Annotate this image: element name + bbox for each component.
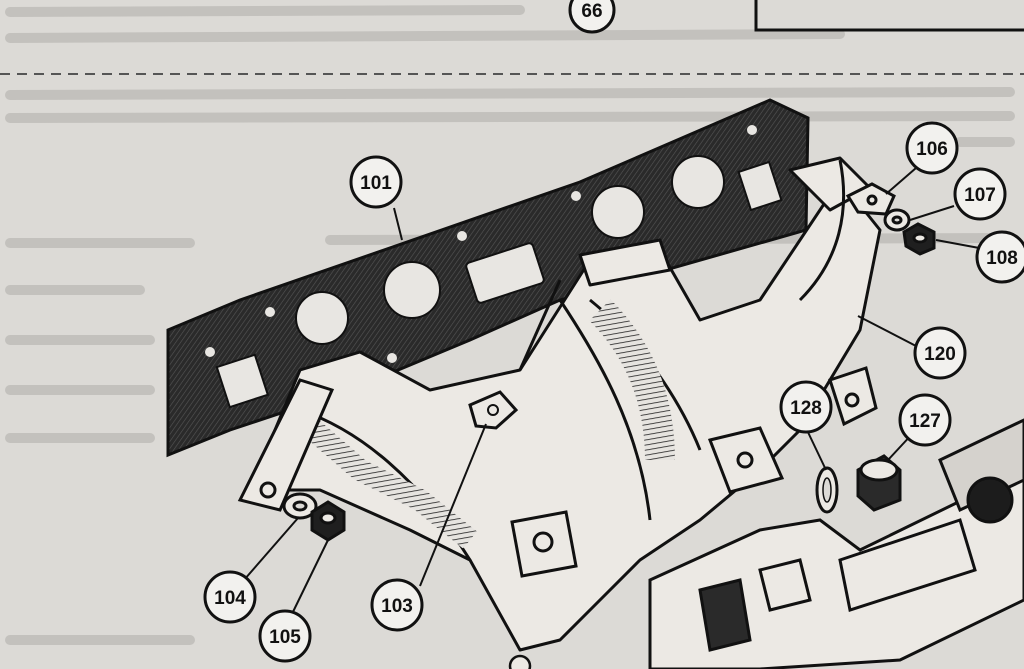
callout-120-label: 120 [924,344,956,365]
callout-128: 128 [779,380,833,434]
callout-105: 105 [258,609,312,663]
drain-plug [856,454,902,512]
callout-107: 107 [953,167,1007,221]
page-number-label: 66 [581,1,602,22]
mounting-lugs [237,366,878,578]
callout-127: 127 [898,393,952,447]
callout-127-label: 127 [909,411,941,432]
callout-103: 103 [370,578,424,632]
faded-background-lines [5,5,1015,645]
callout-104-label: 104 [214,588,246,609]
callout-101: 101 [349,155,403,209]
callout-107-label: 107 [964,185,996,206]
carburettor-flange [648,418,1024,669]
callout-104: 104 [203,570,257,624]
callout-128-label: 128 [790,398,822,419]
callout-120: 120 [913,326,967,380]
top-right-box [754,0,1024,32]
callout-108: 108 [975,230,1024,284]
callout-105-label: 105 [269,627,301,648]
callout-101-label: 101 [360,173,392,194]
clip-part [468,390,519,430]
left-washer-and-nut [282,492,346,542]
bottom-fastener [508,654,532,669]
page-number-callout: 66 [568,0,616,34]
inlet-manifold [248,156,882,652]
callout-106-label: 106 [916,139,948,160]
callout-108-label: 108 [986,248,1018,269]
callout-103-label: 103 [381,596,413,617]
right-clip-washer-nut [845,182,936,256]
callout-106: 106 [905,121,959,175]
